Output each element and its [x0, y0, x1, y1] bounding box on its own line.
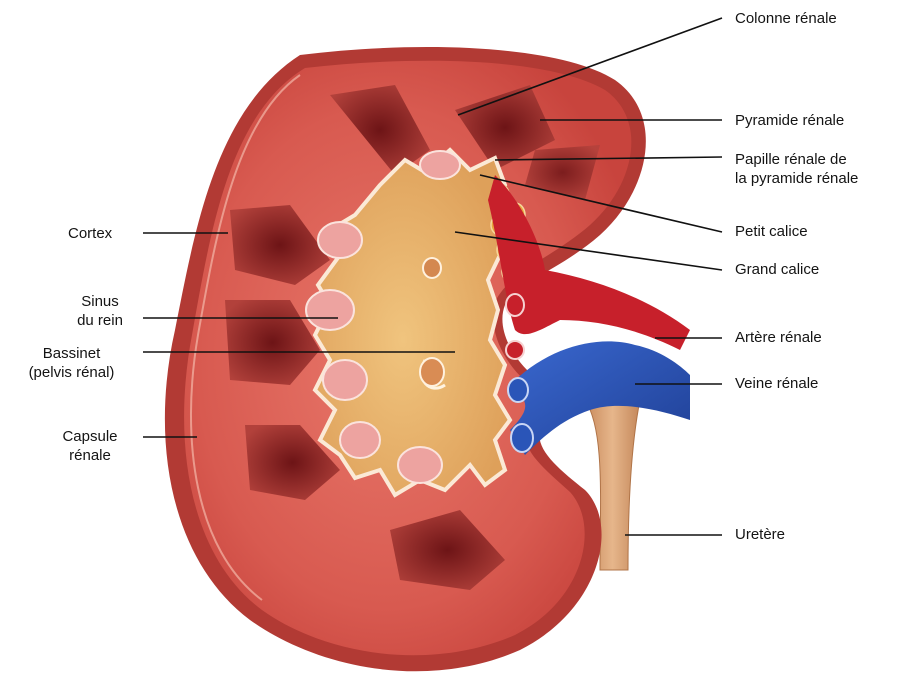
- label-grand-calice: Grand calice: [735, 260, 819, 279]
- label-bassinet: Bassinet (pelvis rénal): [14, 344, 129, 382]
- label-pyramide-renale: Pyramide rénale: [735, 111, 844, 130]
- label-capsule-renale: Capsule rénale: [50, 427, 130, 465]
- label-papille-line1: Papille rénale de: [735, 150, 858, 169]
- pelvis-opening: [423, 258, 441, 278]
- pelvis-opening: [420, 358, 444, 386]
- label-bassinet-line1: Bassinet: [14, 344, 129, 363]
- label-bassinet-line2: (pelvis rénal): [14, 363, 129, 382]
- label-capsule-line1: Capsule: [50, 427, 130, 446]
- label-capsule-line2: rénale: [50, 446, 130, 465]
- label-veine-renale: Veine rénale: [735, 374, 818, 393]
- label-sinus-line2: du rein: [70, 311, 130, 330]
- label-cortex: Cortex: [68, 224, 112, 243]
- label-sinus-line1: Sinus: [70, 292, 130, 311]
- label-colonne-renale: Colonne rénale: [735, 9, 837, 28]
- label-papille-line2: la pyramide rénale: [735, 169, 858, 188]
- label-uretere: Uretère: [735, 525, 785, 544]
- label-petit-calice: Petit calice: [735, 222, 808, 241]
- label-sinus-du-rein: Sinus du rein: [70, 292, 130, 330]
- label-papille-renale: Papille rénale de la pyramide rénale: [735, 150, 858, 188]
- label-artere-renale: Artère rénale: [735, 328, 822, 347]
